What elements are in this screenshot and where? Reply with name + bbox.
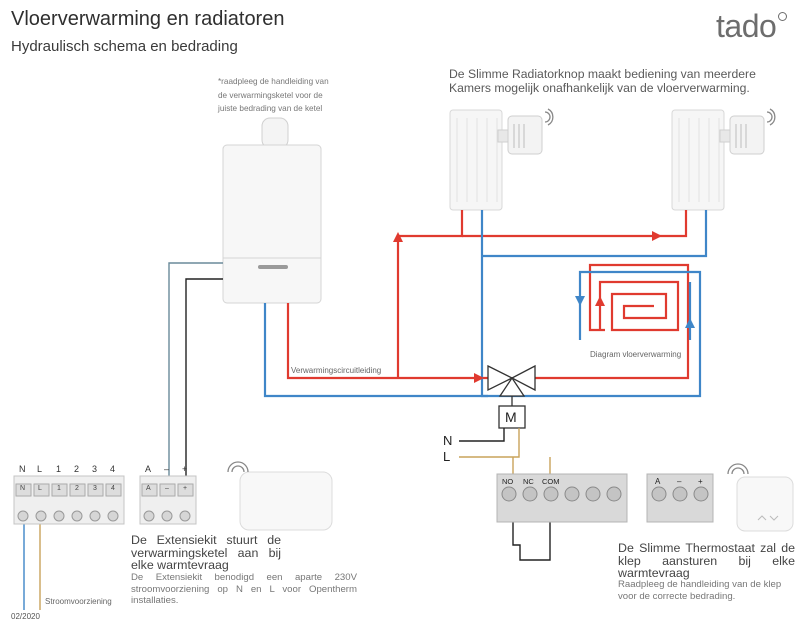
terminal-label: 1 [56,464,62,474]
terminal-sublabel: N [20,485,26,492]
terminal-sublabel: + [183,485,188,492]
thermostat-subcaption: Raadpleeg de handleiding van de klep voo… [618,579,782,602]
terminal-sublabel: 2 [75,485,79,492]
terminal-sublabel: 1 [57,485,61,492]
terminal-label: NO [502,477,514,486]
boiler-note: *raadpleeg de handleiding van de verwarm… [218,77,329,113]
terminal-label: 3 [92,464,98,474]
terminal-label: L [37,464,43,474]
terminal-sublabel: – [165,485,169,492]
page-subtitle: Hydraulisch schema en bedrading [11,38,238,55]
relay-terminal-block [496,473,628,523]
terminal-label: – [164,464,170,474]
wifi-icon [727,463,749,475]
wire-l-label: L [443,449,451,464]
power-terminal-block [13,475,125,525]
radiator-knob-right [719,115,765,155]
circuit-label: Verwarmingscircuitleiding [291,366,382,375]
three-way-valve [487,364,536,429]
terminal-label: A [655,477,661,486]
flow-arrows [393,231,695,383]
wire-n-label: N [443,433,453,448]
terminal-sublabel: L [38,485,42,492]
valve-motor-label: M [505,409,517,425]
extension-subcaption: De Extensiekit benodigd een aparte 230V … [131,572,357,606]
terminal-label: + [698,477,703,486]
tado-logo: tado [716,8,788,45]
hot-pipes [286,210,690,380]
extension-kit [239,471,333,531]
radiator-left [449,109,503,211]
terminal-label: NC [523,477,534,486]
smart-thermostat [736,476,794,532]
cold-pipes [263,210,708,398]
terminal-sublabel: A [146,485,151,492]
ext-terminal-block [139,475,197,525]
terminal-label: 2 [74,464,80,474]
logo-ring-icon [778,12,788,21]
terminal-label: – [677,477,682,486]
thermostat-caption: De Slimme Thermostaat zal de klep aanstu… [618,541,795,580]
wifi-icon [227,461,249,473]
terminal-sublabel: 4 [111,485,115,492]
terminal-sublabel: 3 [93,485,97,492]
radiator-right [671,109,725,211]
terminal-label: 4 [110,464,116,474]
floor-diagram-label: Diagram vloerverwarming [590,350,682,359]
terminal-label: A [145,464,152,474]
terminal-label: N [19,464,26,474]
power-supply-label: Stroomvoorziening [45,597,112,606]
wires [23,262,551,610]
terminal-label: + [182,464,188,474]
radiator-note: De Slimme Radiatorknop maakt bediening v… [449,67,756,95]
extension-caption: De Extensiekit stuurt de verwarmingskete… [131,533,281,572]
boiler [222,117,322,304]
wifi-icon [544,108,554,126]
wifi-icon [766,108,776,126]
thermo-terminal-block [646,473,714,523]
radiator-knob-left [497,115,543,155]
logo-text: tado [716,8,777,44]
page-title: Vloerverwarming en radiatoren [11,8,285,30]
date-label: 02/2020 [11,612,40,621]
terminal-label: COM [542,477,560,486]
